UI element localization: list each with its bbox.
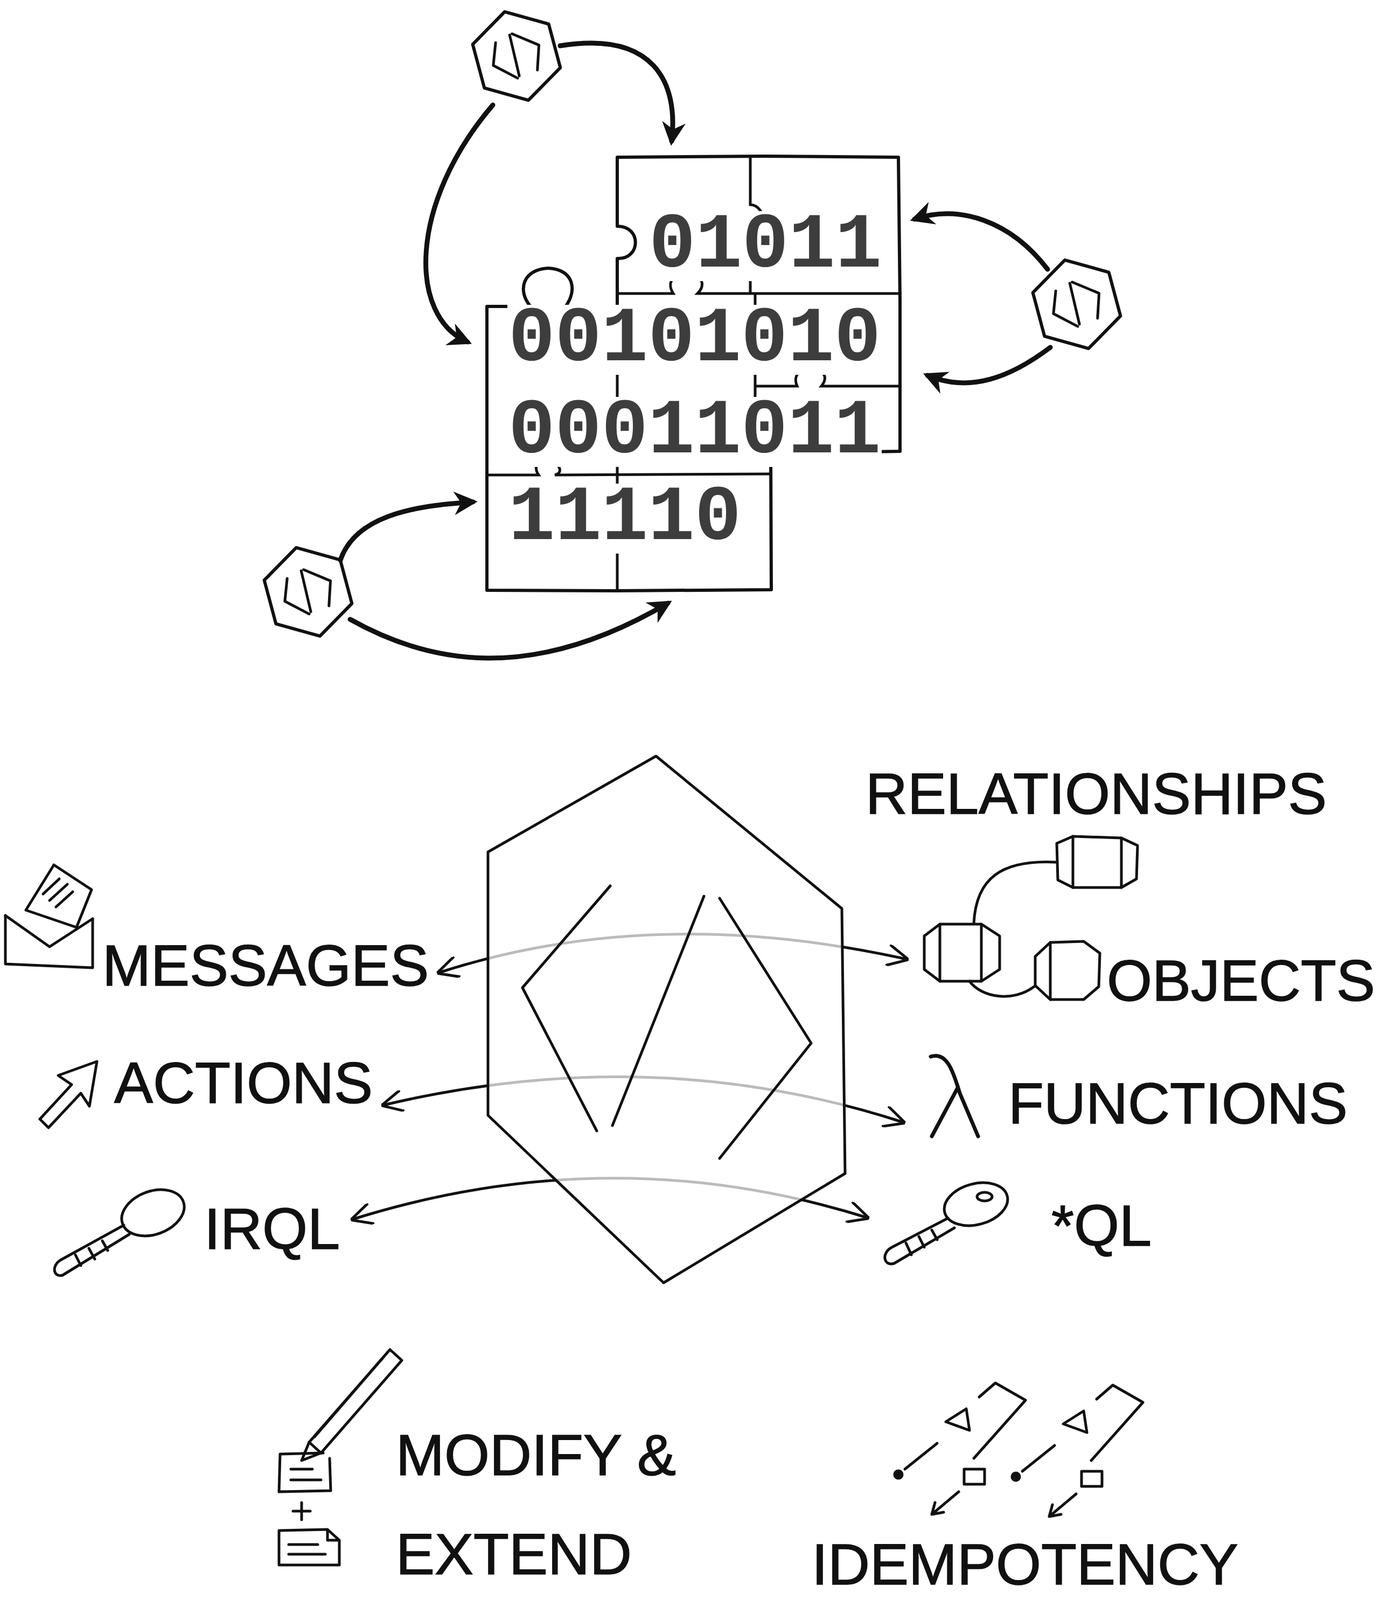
text-slot: 00101010 <box>507 304 882 375</box>
arrow <box>927 347 1051 383</box>
triangle <box>1063 1411 1087 1433</box>
label-slot: IRQL <box>204 1200 340 1259</box>
arrow-inner <box>383 1077 904 1123</box>
letter <box>25 865 92 928</box>
double-arrow <box>438 934 907 973</box>
arrow-inner <box>352 1178 868 1220</box>
arrow <box>426 105 493 343</box>
puzzle-seams <box>486 157 901 591</box>
logo <box>1043 271 1111 338</box>
handle <box>884 1218 955 1265</box>
handle-stripes <box>905 1230 938 1255</box>
magnifier-icon <box>54 1181 191 1276</box>
down-arrow <box>1049 1494 1077 1517</box>
cursor-icon <box>39 1061 97 1128</box>
binary-row: 00101010 <box>507 304 882 375</box>
dash-line <box>1022 1445 1055 1472</box>
small-hex-logo <box>1026 249 1127 359</box>
puzzle-border <box>486 156 901 591</box>
letter-lines <box>43 879 73 908</box>
label-slot: RELATIONSHIPS <box>865 764 1327 823</box>
double-arrow <box>383 1077 904 1123</box>
label-text: ACTIONS <box>114 1054 373 1113</box>
object-box <box>924 924 1000 982</box>
dot <box>894 1470 903 1479</box>
magnifier-icon <box>884 1176 1013 1265</box>
text-slot: 00011011 <box>507 396 882 467</box>
relationship-line <box>969 981 1035 997</box>
plus-sign <box>293 1502 311 1520</box>
envelope-icon <box>5 865 93 968</box>
puzzle-node: 01011 00101010 00011011 11110 <box>486 156 901 592</box>
label-slot: IDEMPOTENCY <box>811 1535 1239 1594</box>
pencil <box>309 1349 402 1454</box>
down-arrow <box>931 1491 959 1515</box>
hexagon <box>1026 249 1127 359</box>
envelope-body <box>5 915 93 968</box>
lens-glint <box>977 1192 993 1202</box>
object-box <box>1056 836 1138 888</box>
square <box>964 1469 985 1485</box>
envelope-flap <box>5 915 93 947</box>
label-slot: *QL <box>1051 1196 1152 1255</box>
arrow <box>914 213 1048 270</box>
binary-row: 11110 <box>507 483 743 554</box>
square <box>1081 1471 1102 1487</box>
hexagon <box>466 1 567 111</box>
label-text: IDEMPOTENCY <box>811 1535 1239 1594</box>
object-box-edge <box>939 924 982 982</box>
logo <box>483 23 550 90</box>
label-slot: OBJECTS <box>1106 951 1376 1010</box>
logo <box>274 559 342 626</box>
label-slot: FUNCTIONS <box>1008 1074 1348 1133</box>
handle <box>54 1225 130 1276</box>
lambda-icon <box>930 1055 979 1137</box>
big-hexagon <box>487 756 846 1283</box>
dash-line <box>904 1443 938 1470</box>
idempotent-step <box>894 1383 1026 1515</box>
logo <box>522 886 812 1159</box>
text-slot: 11110 <box>507 483 743 554</box>
arrow <box>560 43 673 142</box>
pencil-tip <box>301 1357 384 1461</box>
label-slot: MESSAGES <box>102 936 429 995</box>
handle-stripes <box>75 1240 108 1266</box>
idempotency-icon <box>894 1383 1143 1517</box>
document <box>279 1529 340 1566</box>
label-text: IRQL <box>204 1200 340 1259</box>
label-text: RELATIONSHIPS <box>865 764 1327 823</box>
relationship-line <box>973 862 1057 924</box>
arrow <box>340 501 473 561</box>
label-text: MODIFY & EXTEND <box>395 1405 720 1600</box>
arrow-inner <box>438 934 907 973</box>
document-lines <box>290 1469 322 1481</box>
triangle <box>945 1409 970 1431</box>
double-arrow <box>352 1178 868 1220</box>
binary-row: 00011011 <box>507 396 882 467</box>
objects-icon <box>924 836 1138 1000</box>
label-slot: MODIFY & EXTEND <box>395 1405 720 1600</box>
dot <box>1012 1473 1020 1481</box>
arrow <box>350 603 668 659</box>
modify-extend-icon <box>279 1349 402 1566</box>
binary-row: 01011 <box>647 211 883 282</box>
document-lines <box>288 1544 326 1555</box>
bracket-line <box>1091 1385 1143 1461</box>
idempotent-step <box>1012 1385 1143 1517</box>
object-box <box>1035 941 1100 1000</box>
label-text: *QL <box>1051 1196 1152 1255</box>
small-hex-logo <box>466 1 567 111</box>
label-text: OBJECTS <box>1106 951 1376 1010</box>
bracket-line <box>973 1383 1026 1459</box>
label-text: FUNCTIONS <box>1008 1074 1348 1133</box>
object-box-edge <box>1049 942 1052 1000</box>
object-box-edge <box>1072 836 1122 888</box>
text-slot: 01011 <box>647 211 883 282</box>
label-text: MESSAGES <box>102 936 429 995</box>
lens <box>939 1176 1013 1233</box>
document <box>279 1453 331 1492</box>
label-slot: ACTIONS <box>114 1054 373 1113</box>
